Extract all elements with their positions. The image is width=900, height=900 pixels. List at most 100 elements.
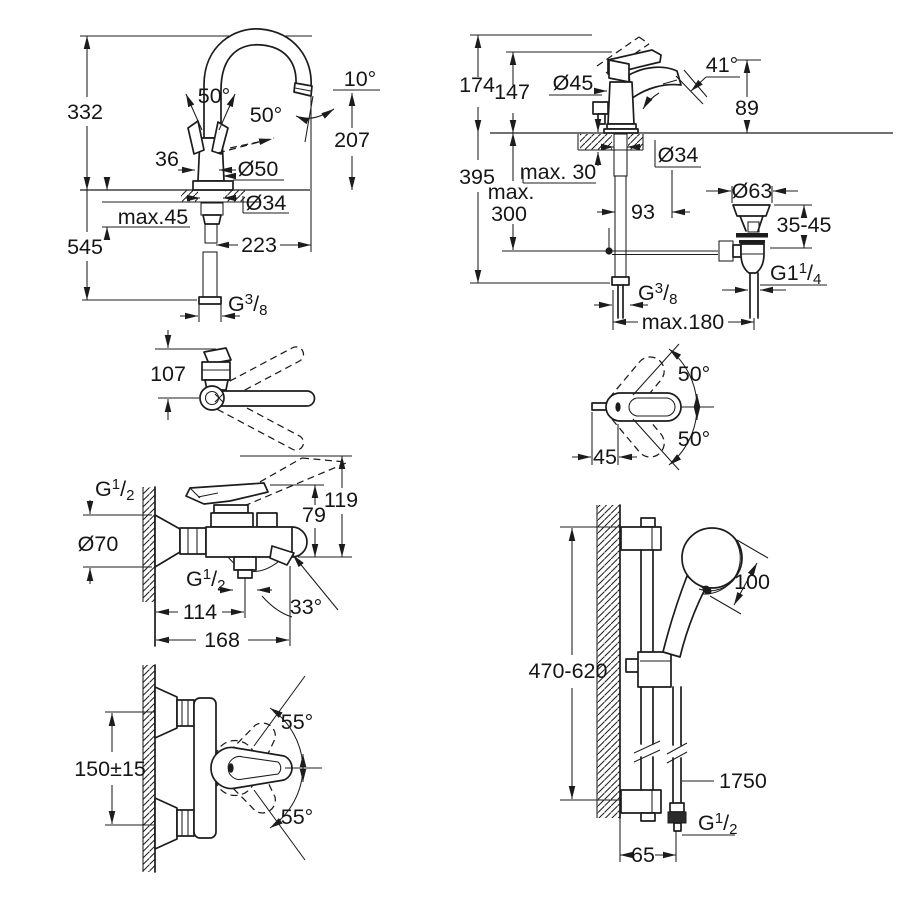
wall-section: [596, 504, 621, 819]
wall-mixer-outline: [154, 686, 293, 850]
thread-label-g38: G3/8: [228, 291, 267, 319]
dim-93: 93: [597, 170, 690, 224]
dim-label-89: 89: [735, 96, 759, 120]
dim-label-300: 300: [491, 202, 527, 226]
slider-holder: [637, 651, 672, 688]
escutcheon-bottom: [154, 797, 178, 850]
basin-faucet-outline: [502, 36, 718, 319]
dim-label-114: 114: [183, 600, 217, 624]
rod-clamp: [718, 240, 734, 262]
dim-dia34: Ø34: [186, 191, 289, 215]
bracket-knob-top: [640, 517, 656, 528]
dim-max180: max.180: [612, 290, 755, 334]
dim-dia45: Ø45: [549, 71, 607, 96]
lever-top: [203, 347, 232, 365]
popup-knob: [592, 101, 609, 115]
faucet-body: [607, 81, 635, 125]
dim-470-620: 470-620: [529, 526, 620, 801]
threaded-shank: [613, 133, 628, 177]
dim-label-36: 36: [155, 147, 179, 171]
diverter: [256, 512, 278, 528]
dim-3545: 35-45: [770, 204, 832, 249]
dim-36: 36: [155, 147, 236, 174]
lever-tilt-left: [187, 120, 205, 155]
figure-kitchen-mixer: 332 545 max.45 50° 50° 10° 207 36 Ø50: [67, 28, 380, 322]
dim-label-max180: max.180: [642, 310, 725, 334]
figure-wall-mixer-top: 55° 55° 150±15: [74, 664, 322, 873]
dim-label-50-down: 50°: [678, 427, 711, 451]
dim-g12-out: G1/2: [186, 566, 272, 594]
figure-spout-top-view: 107: [150, 330, 316, 454]
lever-tilt-right: [211, 121, 229, 155]
union-nut-top: [176, 699, 195, 727]
dim-label-395: 395: [459, 165, 495, 189]
dim-100: 100: [709, 539, 770, 615]
dim-147-max300: 147 max. 300: [488, 52, 534, 250]
logo-mark: [228, 763, 234, 773]
dim-label-174: 174: [459, 73, 495, 97]
dim-label-55-down: 55°: [281, 805, 314, 829]
dim-label-dia50: Ø50: [238, 157, 279, 181]
dim-174-395: 174 395: [459, 34, 612, 284]
escutcheon-top: [154, 686, 178, 739]
hose-fitting: [669, 802, 685, 813]
dim-g38-basin: G3/8: [594, 280, 677, 309]
body-top: [201, 361, 231, 381]
dim-label-100: 100: [734, 570, 770, 594]
shower-handle: [662, 575, 706, 658]
nozzle: [702, 585, 712, 595]
dim-65: 65: [619, 818, 677, 867]
mounting-nut: [202, 214, 222, 225]
hose-thread: [673, 822, 682, 832]
flex-hose: [614, 175, 627, 278]
dim-label-33deg: 33°: [290, 595, 323, 619]
dim-dia34-basin: Ø34: [600, 140, 701, 168]
dim-g12-in-dia70: G1/2 Ø70: [78, 476, 152, 584]
dim-max45: max.45: [103, 177, 188, 240]
dim-label-93: 93: [631, 200, 655, 224]
dim-label-470-620: 470-620: [529, 659, 608, 683]
dim-label-10deg: 10°: [344, 67, 377, 91]
dim-114-168: 114 168: [156, 566, 291, 652]
dim-45: 45: [572, 412, 637, 469]
dim-label-332: 332: [67, 100, 103, 124]
dim-label-107: 107: [150, 362, 186, 386]
dim-dia50: Ø50: [223, 157, 284, 181]
spout-top: [212, 390, 316, 407]
seal-ring: [736, 233, 768, 238]
cartridge-cap: [213, 504, 249, 514]
hose-collar: [611, 276, 630, 286]
dim-50-swing: 50° 50°: [185, 84, 283, 149]
bracket-knob-bottom: [640, 812, 656, 822]
swivel-pivot: [199, 385, 225, 411]
threaded-stud: [204, 223, 218, 244]
dim-label-50-right: 50°: [250, 103, 283, 127]
dim-50-50: 50° 50°: [632, 343, 714, 471]
dim-label-119: 119: [324, 488, 358, 512]
hose-collar: [198, 296, 222, 305]
water-arrow: [642, 92, 660, 110]
dim-label-65: 65: [631, 843, 655, 867]
thread-label-g114: G11/4: [770, 260, 821, 288]
dim-label-dia63: Ø63: [732, 179, 773, 203]
plug-cap: [732, 204, 771, 217]
cartridge: [608, 59, 630, 83]
dim-150: 150±15: [74, 711, 155, 826]
drain-body: [740, 243, 765, 274]
dim-label-223: 223: [241, 233, 277, 257]
drain-assembly-outline: [718, 204, 771, 319]
dim-223: 223: [216, 233, 311, 257]
dim-107: 107: [150, 330, 216, 420]
dim-dia63: Ø63: [706, 179, 798, 203]
union-nut-bottom: [176, 809, 195, 837]
dim-label-1750: 1750: [719, 769, 767, 793]
dim-10deg-207: 10° 207: [295, 67, 380, 252]
dim-label-147: 147: [494, 80, 530, 104]
thread-label-g12: G1/2: [698, 810, 737, 838]
dim-label-50-up: 50°: [678, 362, 711, 386]
dim-label-41deg: 41°: [706, 53, 739, 77]
dim-label-45: 45: [593, 445, 617, 469]
hose-nut: [667, 811, 687, 824]
dim-label-dia45: Ø45: [553, 71, 594, 95]
